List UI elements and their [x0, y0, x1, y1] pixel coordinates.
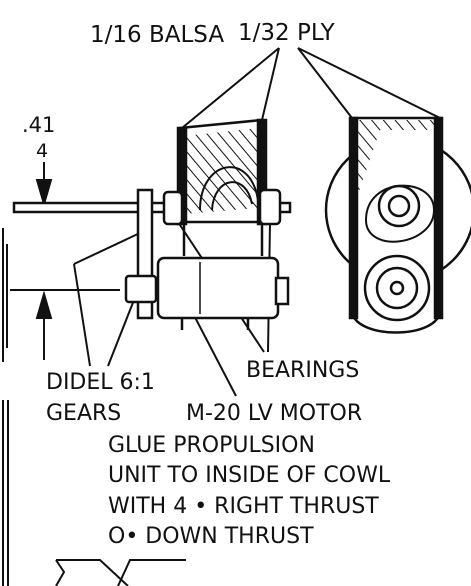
note-line-2: UNIT TO INSIDE OF COWL: [108, 463, 391, 488]
side-view: [12, 118, 292, 330]
left-edge-structure: [2, 228, 9, 586]
motor-label: M-20 LV MOTOR: [186, 401, 362, 426]
note-line-4: O• DOWN THRUST: [108, 524, 314, 549]
front-view: [324, 116, 471, 334]
note-line-3: WITH 4 • RIGHT THRUST: [108, 494, 379, 519]
bottom-strut: [55, 559, 186, 586]
dimension-sub: 4: [36, 140, 48, 162]
gears-label-line1: DIDEL 6:1: [46, 370, 155, 395]
gears-label-line2: GEARS: [46, 401, 121, 426]
dimension-arrows: [10, 162, 120, 360]
dimension-value: .41: [22, 113, 55, 137]
ply-label: 1/32 PLY: [238, 20, 336, 46]
bearings-label: BEARINGS: [246, 358, 359, 383]
balsa-label: 1/16 BALSA: [90, 22, 224, 48]
note-line-1: GLUE PROPULSION: [108, 433, 315, 458]
